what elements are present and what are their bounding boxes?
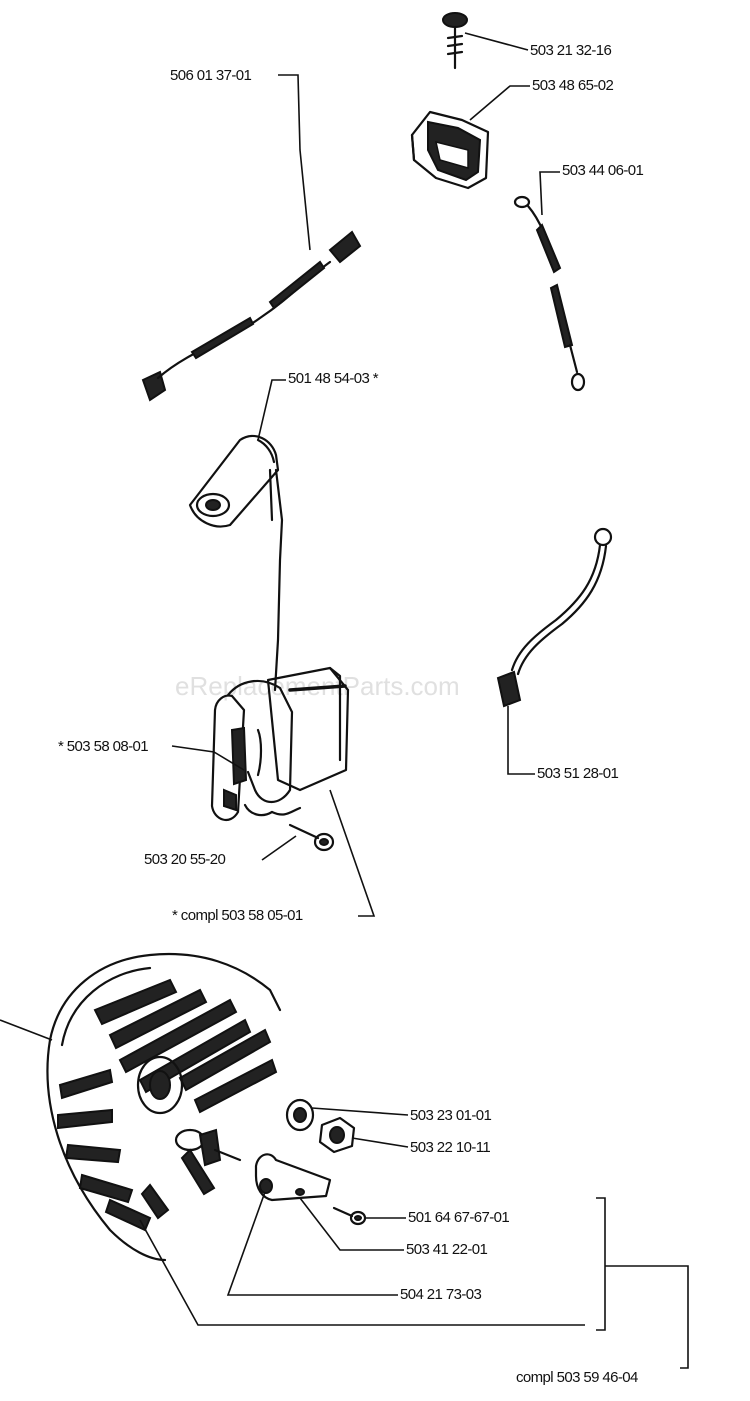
label-spark-cap: 501 48 54-03 *: [288, 370, 379, 387]
leader-spark-cap: [257, 379, 286, 441]
leader-washer: [311, 1107, 409, 1116]
leader-coil-compl: [329, 789, 376, 917]
short-wire-part: [513, 195, 586, 392]
leader-nut: [351, 1137, 409, 1148]
leader-spring: [226, 1191, 398, 1296]
spark-cap-part: [188, 434, 284, 692]
label-spring: 504 21 73-03: [400, 1286, 481, 1303]
bracket-flywheel: [596, 1197, 606, 1331]
ground-wire-part: [496, 527, 613, 708]
label-screw-top: 503 21 32-16: [530, 42, 611, 59]
label-coil-screw: 503 20 55-20: [144, 851, 225, 868]
small-screw-part: [332, 1206, 367, 1226]
coil-screw-part: [288, 823, 335, 852]
leader-short-wire: [539, 171, 560, 216]
label-long-wire: 506 01 37-01: [170, 67, 251, 84]
leader-screw-top: [464, 32, 529, 51]
label-small-screw: 501 64 67-67-01: [408, 1209, 509, 1226]
long-wire-part: [141, 230, 362, 402]
screw-top-part: [442, 12, 468, 70]
label-pawl: 503 41 22-01: [406, 1241, 487, 1258]
leader-long-wire: [278, 74, 311, 251]
leader-coil-screw: [261, 835, 297, 861]
label-ground-wire: 503 51 28-01: [537, 765, 618, 782]
pawl-part: [254, 1153, 332, 1202]
label-nut: 503 22 10-11: [410, 1139, 490, 1156]
watermark-text: eReplacementParts.com: [175, 671, 460, 701]
label-coil-compl: * compl 503 58 05-01: [172, 907, 303, 924]
label-washer: 503 23 01-01: [410, 1107, 491, 1124]
leader-flywheel-line: [139, 1219, 585, 1326]
leader-flywheel-bracket: [605, 1265, 689, 1369]
label-switch: 503 48 65-02: [532, 77, 613, 94]
label-coil-core: * 503 58 08-01: [58, 738, 148, 755]
leader-coil-core: [171, 745, 245, 771]
label-flywheel-compl: compl 503 59 46-04: [516, 1369, 638, 1386]
leader-ground-wire: [507, 706, 535, 775]
leader-switch: [469, 85, 530, 121]
label-short-wire: 503 44 06-01: [562, 162, 643, 179]
washer-part: [285, 1098, 315, 1132]
leader-pawl: [299, 1197, 404, 1251]
switch-part: [410, 110, 490, 190]
nut-part: [318, 1116, 356, 1154]
flywheel-part: [0, 953, 282, 1262]
